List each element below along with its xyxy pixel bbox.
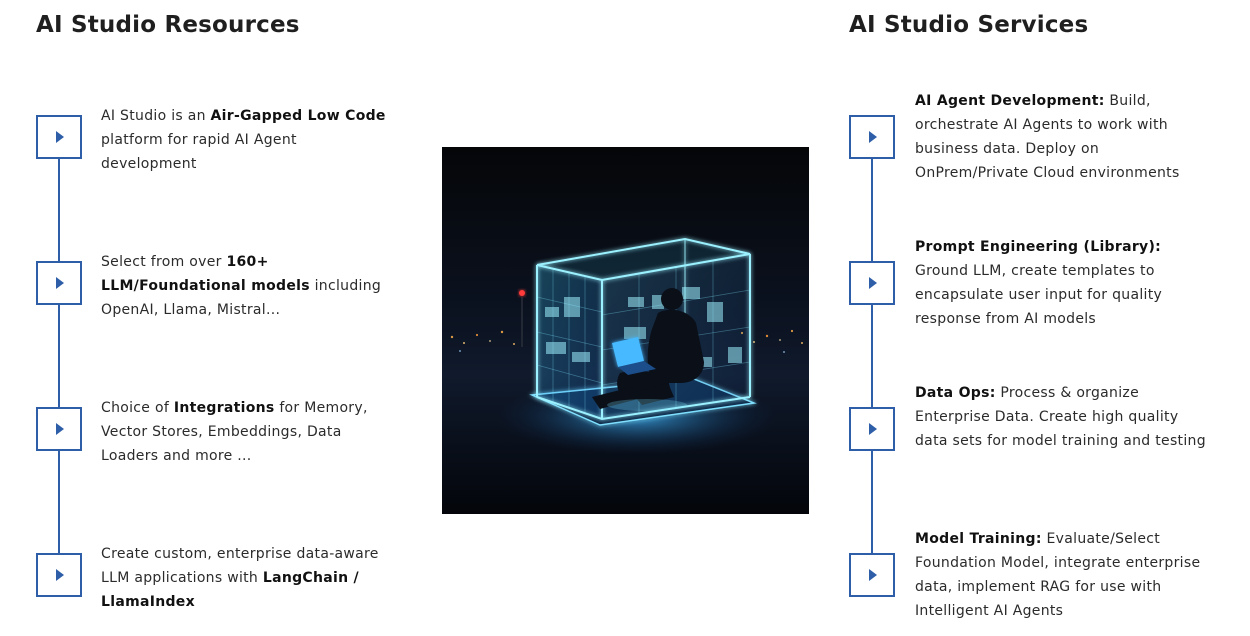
resource-item-2-pre: Select from over bbox=[101, 254, 227, 270]
play-arrow-icon bbox=[56, 569, 64, 581]
resources-title: AI Studio Resources bbox=[36, 12, 300, 38]
play-arrow-icon bbox=[869, 277, 877, 289]
service-item-2: Prompt Engineering (Library): Ground LLM… bbox=[915, 235, 1210, 331]
service-item-1: AI Agent Development: Build, orchestrate… bbox=[915, 89, 1210, 185]
glowing-cube-illustration bbox=[442, 147, 809, 514]
play-arrow-icon bbox=[869, 569, 877, 581]
play-arrow-icon bbox=[869, 423, 877, 435]
service-item-3: Data Ops: Process & organize Enterprise … bbox=[915, 381, 1210, 453]
service-item-2-bold: Prompt Engineering (Library): bbox=[915, 239, 1162, 255]
services-marker-3 bbox=[849, 407, 895, 451]
resource-item-2: Select from over 160+ LLM/Foundational m… bbox=[101, 250, 386, 322]
services-marker-1 bbox=[849, 115, 895, 159]
resource-item-4-bold: LangChain / LlamaIndex bbox=[101, 570, 359, 610]
resources-marker-3 bbox=[36, 407, 82, 451]
resource-item-2-post: including OpenAI, Llama, Mistral... bbox=[101, 278, 382, 318]
service-item-3-bold: Data Ops: bbox=[915, 385, 996, 401]
services-marker-4 bbox=[849, 553, 895, 597]
resource-item-3-post: for Memory, Vector Stores, Embeddings, D… bbox=[101, 400, 368, 464]
resource-item-4: Create custom, enterprise data-aware LLM… bbox=[101, 542, 386, 614]
resource-item-3-bold: Integrations bbox=[173, 400, 275, 416]
services-marker-2 bbox=[849, 261, 895, 305]
service-item-1-bold: AI Agent Development: bbox=[915, 93, 1105, 109]
resource-item-1-post: platform for rapid AI Agent development bbox=[101, 132, 297, 172]
resources-timeline-line bbox=[58, 138, 60, 596]
service-item-2-post: Ground LLM, create templates to encapsul… bbox=[915, 263, 1163, 327]
hero-image bbox=[442, 147, 809, 514]
resource-item-4-pre: Create custom, enterprise data-aware LLM… bbox=[101, 546, 379, 586]
service-item-3-post: Process & organize Enterprise Data. Crea… bbox=[915, 385, 1206, 449]
play-arrow-icon bbox=[56, 277, 64, 289]
resource-item-1: AI Studio is an Air-Gapped Low Code plat… bbox=[101, 104, 386, 176]
resource-item-1-bold: Air-Gapped Low Code bbox=[210, 108, 386, 124]
service-item-1-post: Build, orchestrate AI Agents to work wit… bbox=[915, 93, 1180, 181]
service-item-4-post: Evaluate/Select Foundation Model, integr… bbox=[915, 531, 1201, 619]
service-item-4-bold: Model Training: bbox=[915, 531, 1042, 547]
resource-item-2-bold: 160+ LLM/Foundational models bbox=[101, 254, 310, 294]
services-title: AI Studio Services bbox=[849, 12, 1089, 38]
service-item-4: Model Training: Evaluate/Select Foundati… bbox=[915, 527, 1210, 623]
resources-marker-4 bbox=[36, 553, 82, 597]
play-arrow-icon bbox=[56, 423, 64, 435]
resources-marker-2 bbox=[36, 261, 82, 305]
play-arrow-icon bbox=[56, 131, 64, 143]
resource-item-1-pre: AI Studio is an bbox=[101, 108, 211, 124]
services-timeline-line bbox=[871, 138, 873, 596]
resource-item-3: Choice of Integrations for Memory, Vecto… bbox=[101, 396, 386, 468]
play-arrow-icon bbox=[869, 131, 877, 143]
resources-marker-1 bbox=[36, 115, 82, 159]
resource-item-3-pre: Choice of bbox=[101, 400, 174, 416]
